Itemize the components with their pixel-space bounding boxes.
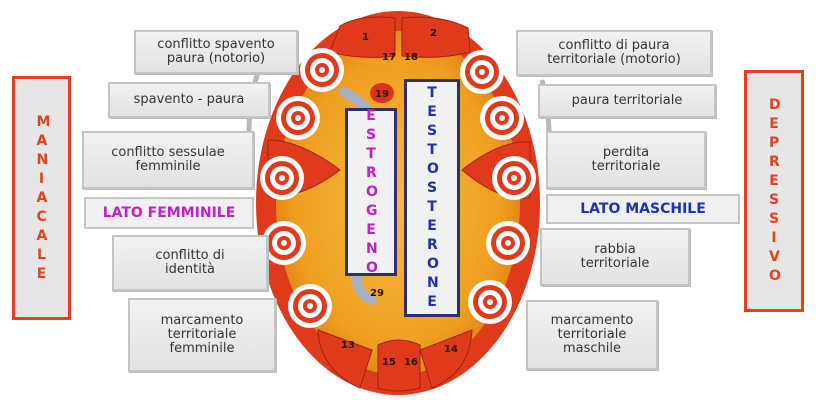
target-focus-left-5 xyxy=(288,284,332,328)
target-focus-right-5 xyxy=(468,280,512,324)
relay-number-1: 1 xyxy=(362,32,369,43)
right-conflict-label-5: marcamento territoriale maschile xyxy=(550,313,634,356)
target-focus-left-4 xyxy=(262,221,306,265)
maniacale-label: MANIACALE xyxy=(36,113,51,282)
relay-number-18: 18 xyxy=(404,52,418,63)
right-conflict-box-1: conflitto di paura territoriale (motorio… xyxy=(516,30,712,76)
lato-maschile-box: LATO MASCHILE xyxy=(546,194,740,224)
relay-number-2: 2 xyxy=(430,28,437,39)
relay-number-29: 29 xyxy=(370,288,384,299)
lato-femminile-box: LATO FEMMINILE xyxy=(84,197,254,229)
left-conflict-box-2: spavento - paura xyxy=(108,82,270,118)
right-conflict-box-5: marcamento territoriale maschile xyxy=(526,300,658,370)
right-conflict-label-2: paura territoriale xyxy=(571,93,683,108)
target-focus-right-4 xyxy=(486,221,530,265)
left-conflict-box-3: conflitto sessulae femminile xyxy=(82,131,254,189)
relay-number-14: 14 xyxy=(444,344,458,355)
left-conflict-label-5: marcamento territoriale femminile xyxy=(160,313,244,356)
maniacale-panel: MANIACALE xyxy=(12,76,71,320)
depressivo-label: DEPRESSIVO xyxy=(769,97,781,284)
left-conflict-label-4: conflitto di identità xyxy=(155,248,225,277)
left-conflict-box-1: conflitto spavento paura (notorio) xyxy=(134,30,298,74)
right-conflict-label-4: rabbia territoriale xyxy=(580,242,650,271)
target-focus-left-2 xyxy=(276,96,320,140)
right-conflict-label-3: perdita territoriale xyxy=(591,145,661,174)
relay-number-19: 19 xyxy=(375,89,389,100)
right-conflict-box-4: rabbia territoriale xyxy=(540,228,690,286)
testosterone-label: TESTOSTERONE xyxy=(404,79,460,317)
left-conflict-box-4: conflitto di identità xyxy=(112,235,268,291)
right-conflict-box-2: paura territoriale xyxy=(538,84,716,118)
relay-number-16: 16 xyxy=(404,357,418,368)
lato-maschile-label: LATO MASCHILE xyxy=(580,201,706,217)
relay-number-17: 17 xyxy=(382,52,396,63)
target-focus-right-3 xyxy=(492,156,536,200)
testosterone-text: TESTOSTERONE xyxy=(427,85,439,310)
right-conflict-label-1: conflitto di paura territoriale (motorio… xyxy=(547,38,681,67)
right-conflict-box-3: perdita territoriale xyxy=(546,131,706,189)
target-focus-right-1 xyxy=(460,50,504,94)
lato-femminile-label: LATO FEMMINILE xyxy=(102,205,236,221)
target-focus-left-3 xyxy=(260,156,304,200)
target-focus-left-1 xyxy=(300,48,344,92)
left-conflict-label-2: spavento - paura xyxy=(133,92,245,107)
relay-number-13: 13 xyxy=(341,340,355,351)
depressivo-panel: DEPRESSIVO xyxy=(744,70,804,312)
target-focus-right-2 xyxy=(480,96,524,140)
left-conflict-label-1: conflitto spavento paura (notorio) xyxy=(157,37,275,66)
estrogeno-text: ESTROGENO xyxy=(366,107,378,276)
estrogeno-label: ESTROGENO xyxy=(345,108,397,276)
left-conflict-box-5: marcamento territoriale femminile xyxy=(128,298,276,372)
left-conflict-label-3: conflitto sessulae femminile xyxy=(111,145,225,174)
relay-number-15: 15 xyxy=(382,357,396,368)
